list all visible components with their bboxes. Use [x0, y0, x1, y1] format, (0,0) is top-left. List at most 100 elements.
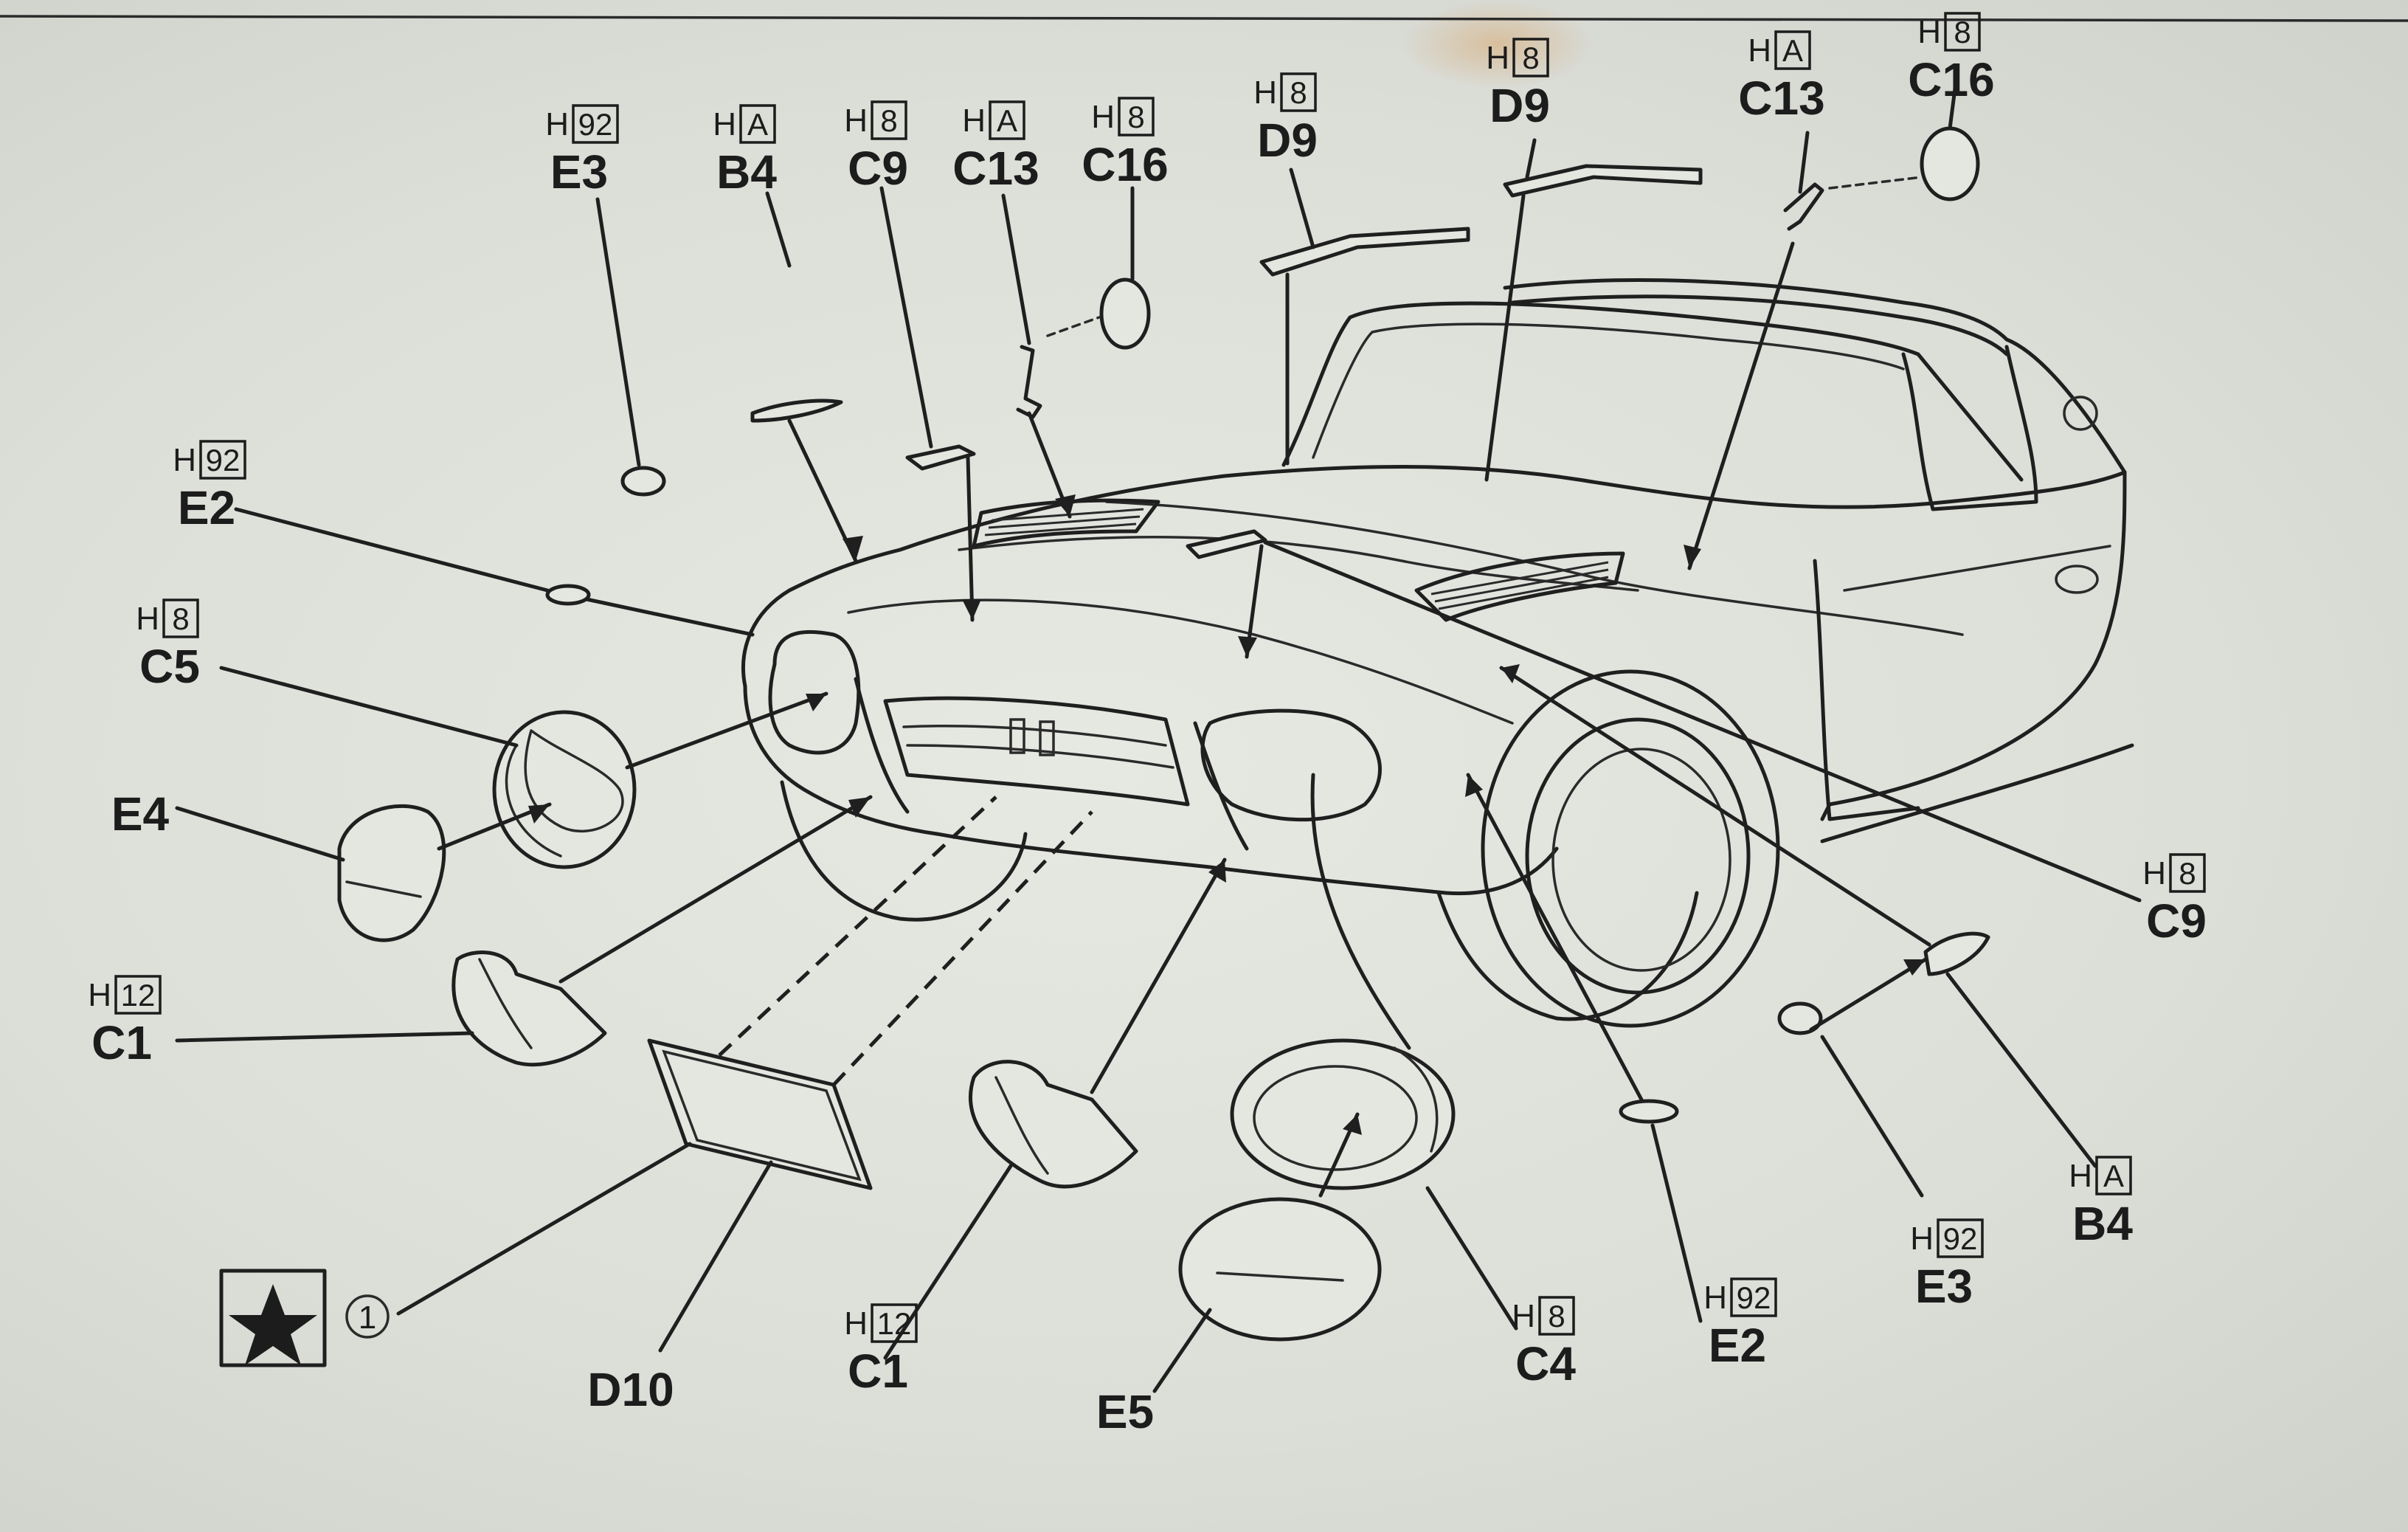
grille-opening: [883, 696, 1190, 807]
part-c9-left-shape: [905, 444, 976, 471]
sill-line: [1820, 743, 2134, 843]
side-window: [1901, 345, 2038, 511]
paint-color-code: 8: [1954, 15, 1971, 49]
grille-badge-right: [1039, 720, 1055, 756]
paint-brand: H: [545, 106, 569, 142]
paint-code-box: [1774, 30, 1811, 70]
part-code: C13: [1738, 72, 1824, 125]
part-code: E4: [111, 787, 170, 841]
part-e3-right-shape: [1777, 1001, 1823, 1035]
decal-number-circle: [345, 1294, 390, 1339]
part-e3-left-shape: [620, 466, 666, 497]
part-c1-right-shape: [969, 1060, 1138, 1189]
grille-badge-left: [1009, 718, 1025, 754]
part-c9-hood-shape: [1186, 529, 1267, 559]
part-code: E5: [1096, 1385, 1154, 1438]
fuel-cap: [2063, 396, 2098, 431]
hood-outline: [741, 465, 2127, 689]
front-right-wheel: [1436, 891, 1699, 1021]
hood-crease: [847, 598, 1514, 725]
part-code: C4: [1515, 1337, 1576, 1390]
paint-code-box: [572, 104, 619, 144]
paint-code-box: [1937, 1218, 1984, 1258]
paint-color-code: 8: [1522, 41, 1539, 75]
paper-stain: [1402, 0, 1594, 89]
part-d10-shape: [647, 1038, 873, 1190]
label-e2-right: E2H 92: [1703, 1277, 1777, 1372]
paint-brand: H: [1703, 1280, 1727, 1316]
paint-code-box: [162, 598, 199, 638]
part-c1-right-detail: [994, 1076, 1049, 1175]
paint-brand: H: [1748, 32, 1771, 69]
paint-color-code: A: [1782, 33, 1803, 68]
car-body: [741, 278, 2134, 1028]
paint-color-code: 12: [877, 1306, 912, 1341]
part-code: D10: [587, 1363, 674, 1416]
paint-code-box: [1730, 1277, 1777, 1317]
part-code: C5: [139, 640, 200, 693]
part-code: E3: [1915, 1260, 1973, 1313]
part-c13-right-shape: [1783, 182, 1824, 231]
paint-color-code: A: [747, 107, 768, 142]
paint-color-code: 92: [206, 443, 241, 477]
front-left-wheel-arch: [780, 780, 1028, 922]
part-code: C1: [91, 1016, 152, 1069]
paint-brand: H: [1917, 14, 1941, 50]
part-code: C9: [848, 142, 908, 195]
windshield-inner: [1312, 322, 1905, 459]
page-border-line: [0, 15, 2408, 22]
hood-vent-right: [1414, 551, 1625, 622]
rear-quarter-outline: [1820, 470, 2127, 821]
decal-star-icon: [219, 1269, 327, 1367]
paint-brand: H: [1091, 99, 1115, 135]
paint-code-box: [989, 100, 1025, 140]
part-code: D9: [1490, 79, 1550, 132]
paint-color-code: 8: [880, 103, 897, 138]
part-code: C13: [952, 142, 1039, 195]
part-c16-right-shape: [1920, 126, 1980, 201]
paint-color-code: A: [997, 103, 1017, 138]
label-e5: E5: [1096, 1385, 1154, 1438]
decal-number: 1: [359, 1300, 376, 1336]
paint-code-box: [1512, 38, 1549, 77]
paint-code-box: [1538, 1296, 1575, 1336]
front-lower-outline: [743, 684, 1559, 896]
part-e2-right-shape: [1619, 1099, 1679, 1124]
paint-color-code: 8: [1127, 100, 1144, 134]
paint-code-box: [2095, 1156, 2132, 1195]
arrow-heads: [528, 494, 1926, 1135]
paint-color-code: 8: [172, 601, 189, 636]
part-code: E2: [178, 481, 235, 534]
part-code: B4: [2072, 1197, 2133, 1250]
nose-left-edge: [854, 677, 910, 814]
part-code: E2: [1709, 1319, 1766, 1372]
door-top-line: [1843, 545, 2111, 592]
paint-brand: H: [962, 103, 986, 139]
hood-side-line: [1105, 500, 1964, 636]
part-b4-left-shape: [750, 398, 843, 423]
part-b4-right-shape: [1923, 931, 1990, 976]
paint-code-box: [739, 104, 776, 144]
paint-color-code: 92: [1737, 1280, 1771, 1315]
paint-code-box: [871, 100, 907, 140]
rear-pillar: [2004, 337, 2127, 475]
roof-bar-lower: [1510, 294, 2009, 356]
paint-color-code: A: [2103, 1159, 2124, 1193]
part-c5-shape: [492, 710, 637, 869]
paint-brand: H: [136, 601, 159, 637]
parts-shapes: [219, 126, 1990, 1367]
paint-code-box: [1280, 72, 1317, 112]
part-e5-shape: [1178, 1197, 1382, 1342]
paint-brand: H: [844, 1305, 868, 1342]
paint-code-box: [114, 975, 162, 1015]
part-code: B4: [716, 145, 777, 199]
